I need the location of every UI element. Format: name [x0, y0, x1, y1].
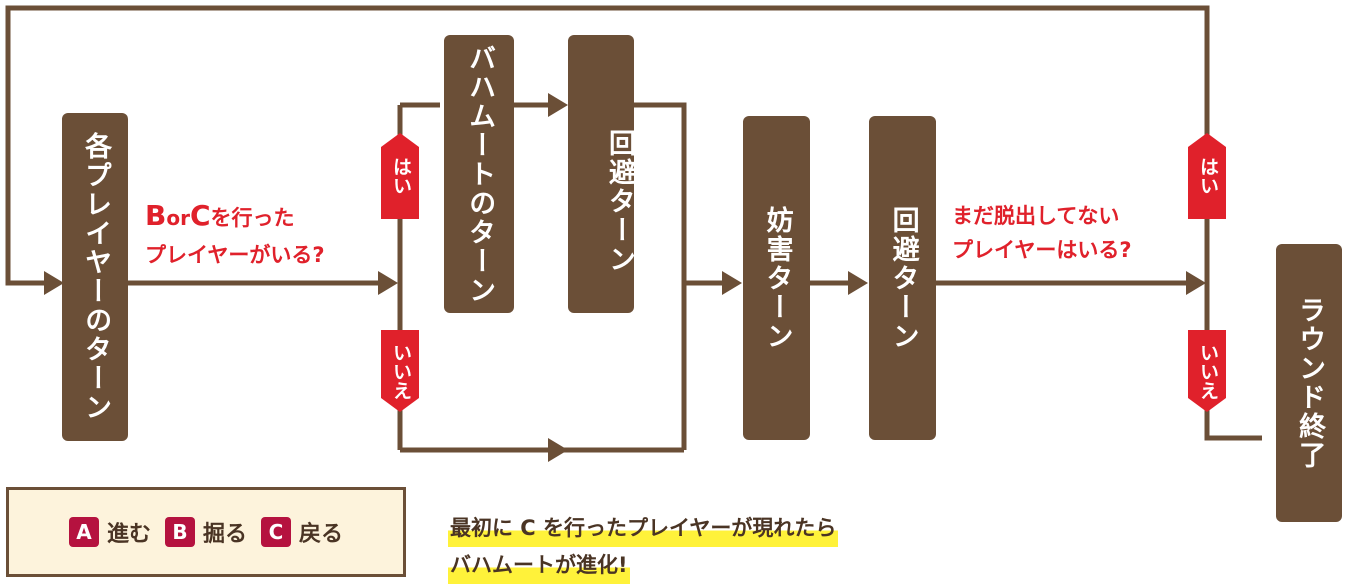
hinder-turn-box: 妨害ターン [743, 116, 810, 440]
arrowhead-no-branch [548, 438, 568, 462]
yes-tag-2: はい [1188, 133, 1226, 219]
question2-line2: プレイヤーはいる? [952, 237, 1132, 262]
evade-turn-box-1: 回避ターン [568, 35, 635, 313]
evade-turn-1-label: 回避ターン [604, 129, 635, 274]
yes-tag-1: はい [381, 133, 419, 219]
legend-label-advance: 進む [106, 522, 151, 547]
arrowhead-into-player [44, 271, 64, 295]
round-end-label: ラウンド終了 [1294, 296, 1326, 470]
question1-line2: プレイヤーがいる? [145, 242, 325, 267]
loop-back-line [5, 5, 1210, 286]
hinder-turn-label: 妨害ターン [761, 205, 793, 351]
bahamut-turn-box: バハムートのターン [444, 35, 514, 313]
yes-tag-2-label: はい [1196, 157, 1219, 195]
evolution-note: 最初に C を行ったプレイヤーが現れたら バハムートが進化! [448, 510, 839, 584]
question2-line1: まだ脱出してない [952, 204, 1120, 228]
no-tag-2-label: いいえ [1196, 342, 1219, 400]
evade-out-line [634, 102, 687, 450]
legend-label-dig: 掘る [202, 522, 247, 547]
legend-key-b: B [164, 517, 195, 547]
action-legend: A 進む B 掘る C 戻る [6, 487, 406, 577]
question-did-b-or-c: BorCを行った プレイヤーがいる? [145, 194, 325, 272]
player-turn-label: 各プレイヤーのターン [80, 132, 112, 422]
question1-b: B [145, 199, 167, 232]
note-line1: 最初に C を行ったプレイヤーが現れたら [448, 510, 839, 547]
no-tag-1-label: いいえ [389, 342, 412, 400]
question-players-remaining: まだ脱出してない プレイヤーはいる? [952, 200, 1132, 267]
arrowhead-into-decision1 [378, 271, 398, 295]
arrowhead-into-evade2 [848, 271, 868, 295]
evade-turn-2-label: 回避ターン [887, 205, 919, 351]
arrowhead-into-evade1 [548, 93, 568, 117]
legend-key-c: C [261, 517, 291, 547]
legend-key-a: A [68, 517, 99, 547]
no-tag-1: いいえ [381, 330, 419, 412]
legend-item-return: C 戻る [261, 516, 343, 548]
question1-line1: BorCを行った [145, 194, 325, 239]
no-tag-2: いいえ [1188, 330, 1226, 412]
question1-or: or [166, 206, 190, 230]
question1-c: C [189, 199, 211, 232]
arrowhead-into-hinder [722, 271, 742, 295]
round-end-box: ラウンド終了 [1276, 244, 1342, 522]
legend-item-dig: B 掘る [164, 516, 247, 548]
legend-item-advance: A 進む [68, 516, 151, 548]
flow-lines [5, 5, 1262, 462]
note-line2: バハムートが進化! [448, 547, 630, 584]
yes-tag-1-label: はい [389, 157, 412, 195]
player-turn-box: 各プレイヤーのターン [62, 113, 128, 441]
evade-turn-box-2: 回避ターン [869, 116, 936, 440]
arrowhead-into-decision2 [1186, 271, 1206, 295]
legend-label-return: 戻る [299, 522, 344, 547]
bahamut-turn-label: バハムートのターン [464, 43, 496, 305]
question1-rest: を行った [210, 206, 295, 230]
